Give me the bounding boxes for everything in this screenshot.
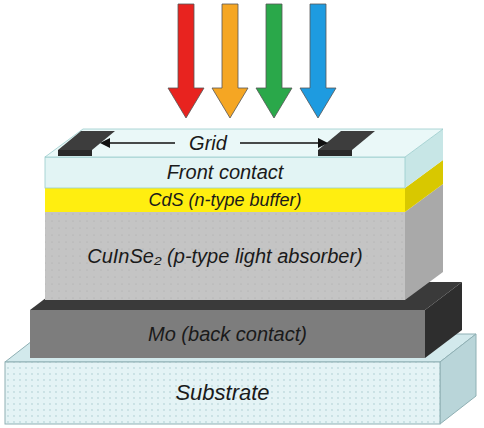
cds-front	[45, 188, 405, 212]
layer-label: Front contact	[167, 161, 284, 184]
absorber-front	[45, 212, 405, 300]
layer-label: CdS (n-type buffer)	[148, 190, 301, 211]
mo-side	[425, 282, 462, 358]
absorber-layer: CuInSe₂ (p-type light absorber)	[45, 212, 405, 300]
grid-bar	[318, 131, 375, 150]
grid-bar	[318, 150, 352, 156]
layer-label: CuInSe₂ (p-type light absorber)	[87, 245, 363, 268]
grid-label: Grid	[189, 132, 227, 155]
substrate-front	[5, 362, 440, 424]
substrate-layer: Substrate	[5, 362, 440, 424]
front-contact-front	[45, 157, 405, 188]
light-arrows	[168, 4, 336, 118]
mo-front	[30, 310, 425, 358]
layer-label: Mo (back contact)	[148, 323, 307, 346]
front-contact-top	[45, 129, 443, 157]
grid-bar	[58, 150, 92, 156]
layer-label: Substrate	[175, 380, 269, 405]
back-contact-layer: Mo (back contact)	[30, 310, 425, 358]
buffer-layer: CdS (n-type buffer)	[45, 188, 405, 212]
grid-bar	[58, 131, 115, 150]
substrate-side	[440, 334, 476, 424]
front-contact-layer: Front contact	[45, 157, 405, 188]
